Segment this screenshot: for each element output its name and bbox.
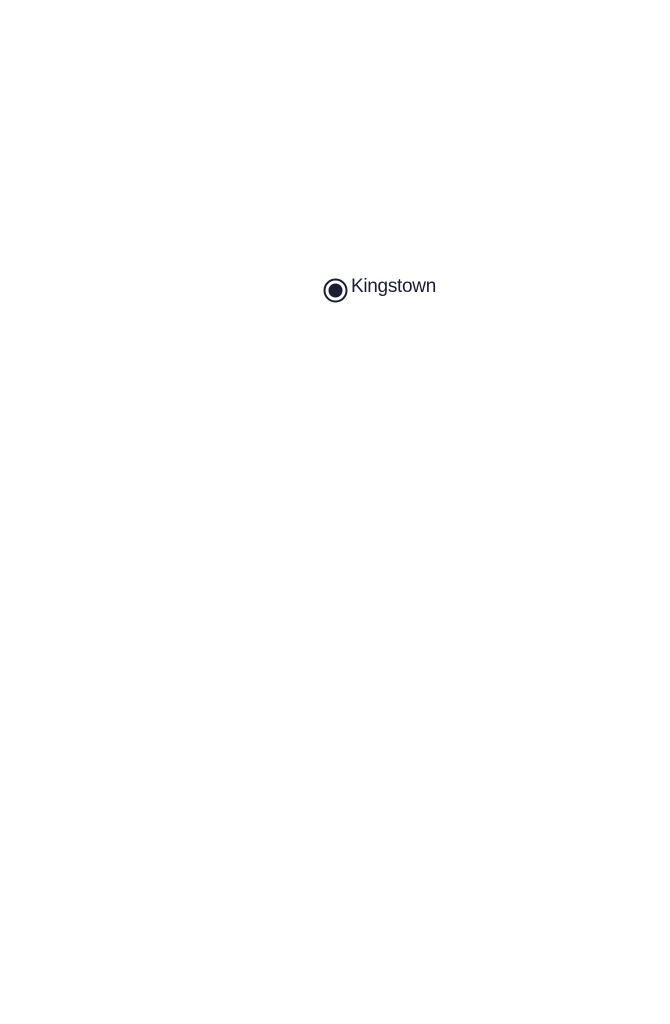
city-marker-kingstown[interactable]: Kingstown bbox=[323, 270, 436, 303]
city-label: Kingstown bbox=[351, 276, 436, 297]
capital-city-icon bbox=[323, 278, 348, 303]
